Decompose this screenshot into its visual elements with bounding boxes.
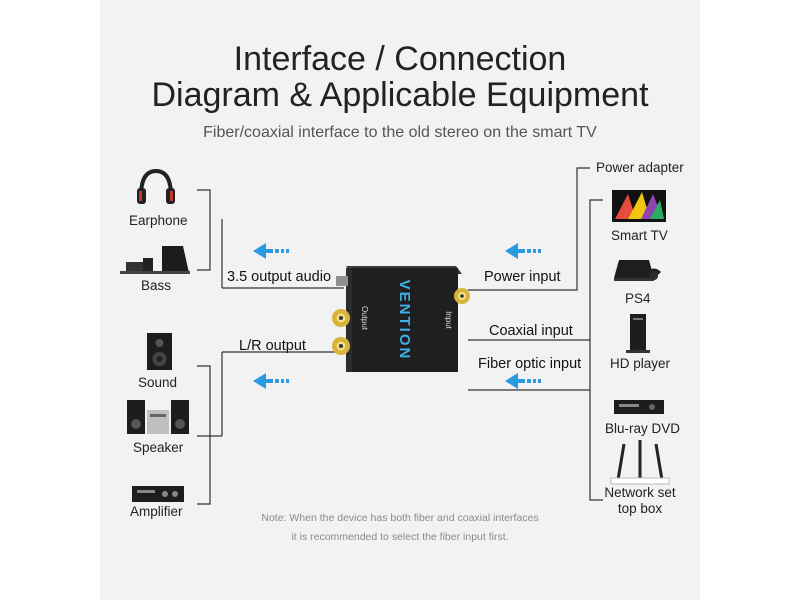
note-line2: it is recommended to select the fiber in… [291, 531, 509, 543]
label-hd-player: HD player [610, 356, 671, 371]
port-label-power-input: Power input [484, 269, 561, 285]
label-amplifier: Amplifier [130, 504, 183, 519]
router-icon [610, 440, 670, 485]
arrow-lr [253, 373, 289, 389]
label-bass: Bass [141, 278, 172, 293]
tv-icon [612, 190, 666, 222]
device-brand-label: VENTION [396, 280, 413, 361]
label-speaker: Speaker [133, 440, 184, 455]
subwoofer-icon [120, 246, 190, 274]
title-line2: Diagram & Applicable Equipment [151, 76, 649, 114]
headphones-icon [137, 168, 175, 204]
rca-jack-bottom [332, 337, 350, 355]
port-label-lr-output: L/R output [239, 338, 306, 354]
coax-jack-input [454, 288, 470, 304]
subtitle: Fiber/coaxial interface to the old stere… [203, 124, 597, 141]
hifi-system-icon [127, 400, 189, 434]
bracket-right [589, 199, 603, 501]
title-line1: Interface / Connection [233, 40, 567, 78]
bluray-dvd-icon [614, 400, 664, 414]
rca-jack-top [332, 309, 350, 327]
arrow-power [505, 243, 541, 259]
port-label-coaxial-input: Coaxial input [489, 323, 573, 339]
hd-player-icon [626, 314, 650, 353]
label-sound: Sound [138, 375, 178, 390]
label-power-adapter: Power adapter [596, 160, 684, 175]
converter-device: Output VENTION Input [332, 266, 470, 372]
bracket-left-upper [197, 189, 211, 271]
label-smart-tv: Smart TV [611, 228, 668, 243]
arrow-fiber [505, 373, 541, 389]
jack-35mm [336, 276, 348, 286]
label-network-set-top-box: Network set top box [604, 485, 676, 516]
device-input-label: Input [444, 311, 453, 330]
arrow-out35 [253, 243, 289, 259]
device-output-label: Output [360, 306, 369, 331]
port-label-fiber-input: Fiber optic input [478, 356, 582, 372]
ps4-console-icon [614, 260, 661, 281]
bracket-left-lower [197, 365, 211, 505]
label-bluray-dvd: Blu-ray DVD [605, 421, 681, 436]
label-ps4: PS4 [625, 291, 651, 306]
amplifier-icon [132, 486, 184, 502]
speaker-icon [147, 333, 172, 370]
connection-lines [197, 167, 603, 505]
note-line1: Note: When the device has both fiber and… [261, 512, 539, 524]
label-earphone: Earphone [129, 213, 188, 228]
line-power [468, 167, 590, 291]
port-label-out35: 3.5 output audio [227, 269, 332, 285]
